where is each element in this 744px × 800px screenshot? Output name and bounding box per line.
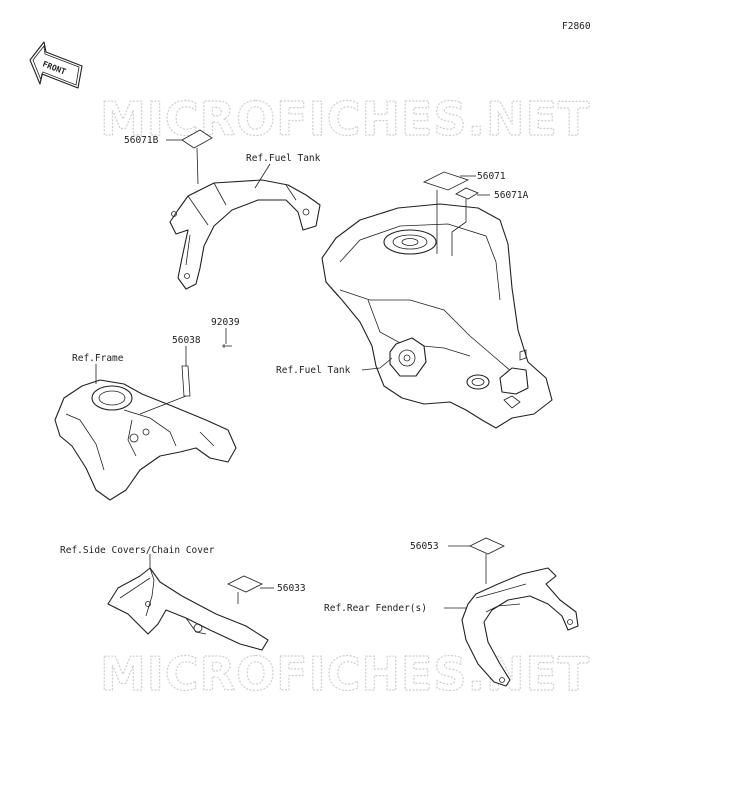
decal-56071 xyxy=(422,171,470,191)
callout-92039: 92039 xyxy=(211,317,240,328)
callout-56071: 56071 xyxy=(477,171,506,182)
decal-56071A xyxy=(455,187,479,200)
callout-56038: 56038 xyxy=(172,335,201,346)
callout-ref-frame: Ref.Frame xyxy=(72,353,124,364)
callout-56033: 56033 xyxy=(277,583,306,594)
decal-56071B xyxy=(181,129,213,149)
decal-56033 xyxy=(227,575,263,593)
watermark-top: MICROFICHES.NET xyxy=(100,92,590,146)
figure-code: F2860 xyxy=(562,21,591,32)
callout-ref-fuel-tank-top: Ref.Fuel Tank xyxy=(246,153,321,164)
callout-56053: 56053 xyxy=(410,541,439,552)
callout-ref-fuel-tank: Ref.Fuel Tank xyxy=(276,365,351,376)
frame-part xyxy=(54,379,237,501)
callout-56071A: 56071A xyxy=(494,190,529,201)
strap-56038 xyxy=(181,365,191,397)
front-arrow-icon: FRONT xyxy=(29,41,83,89)
clip-92039 xyxy=(222,344,232,348)
decal-56053 xyxy=(469,537,505,555)
watermark-bottom: MICROFICHES.NET xyxy=(100,647,590,701)
fuel-tank-part xyxy=(321,203,553,429)
callout-56071B: 56071B xyxy=(124,135,159,146)
tank-cover-part xyxy=(169,179,321,290)
callout-ref-rear-fender: Ref.Rear Fender(s) xyxy=(324,603,427,614)
callout-ref-side-covers: Ref.Side Covers/Chain Cover xyxy=(60,545,215,556)
rear-fender-part xyxy=(461,567,579,687)
